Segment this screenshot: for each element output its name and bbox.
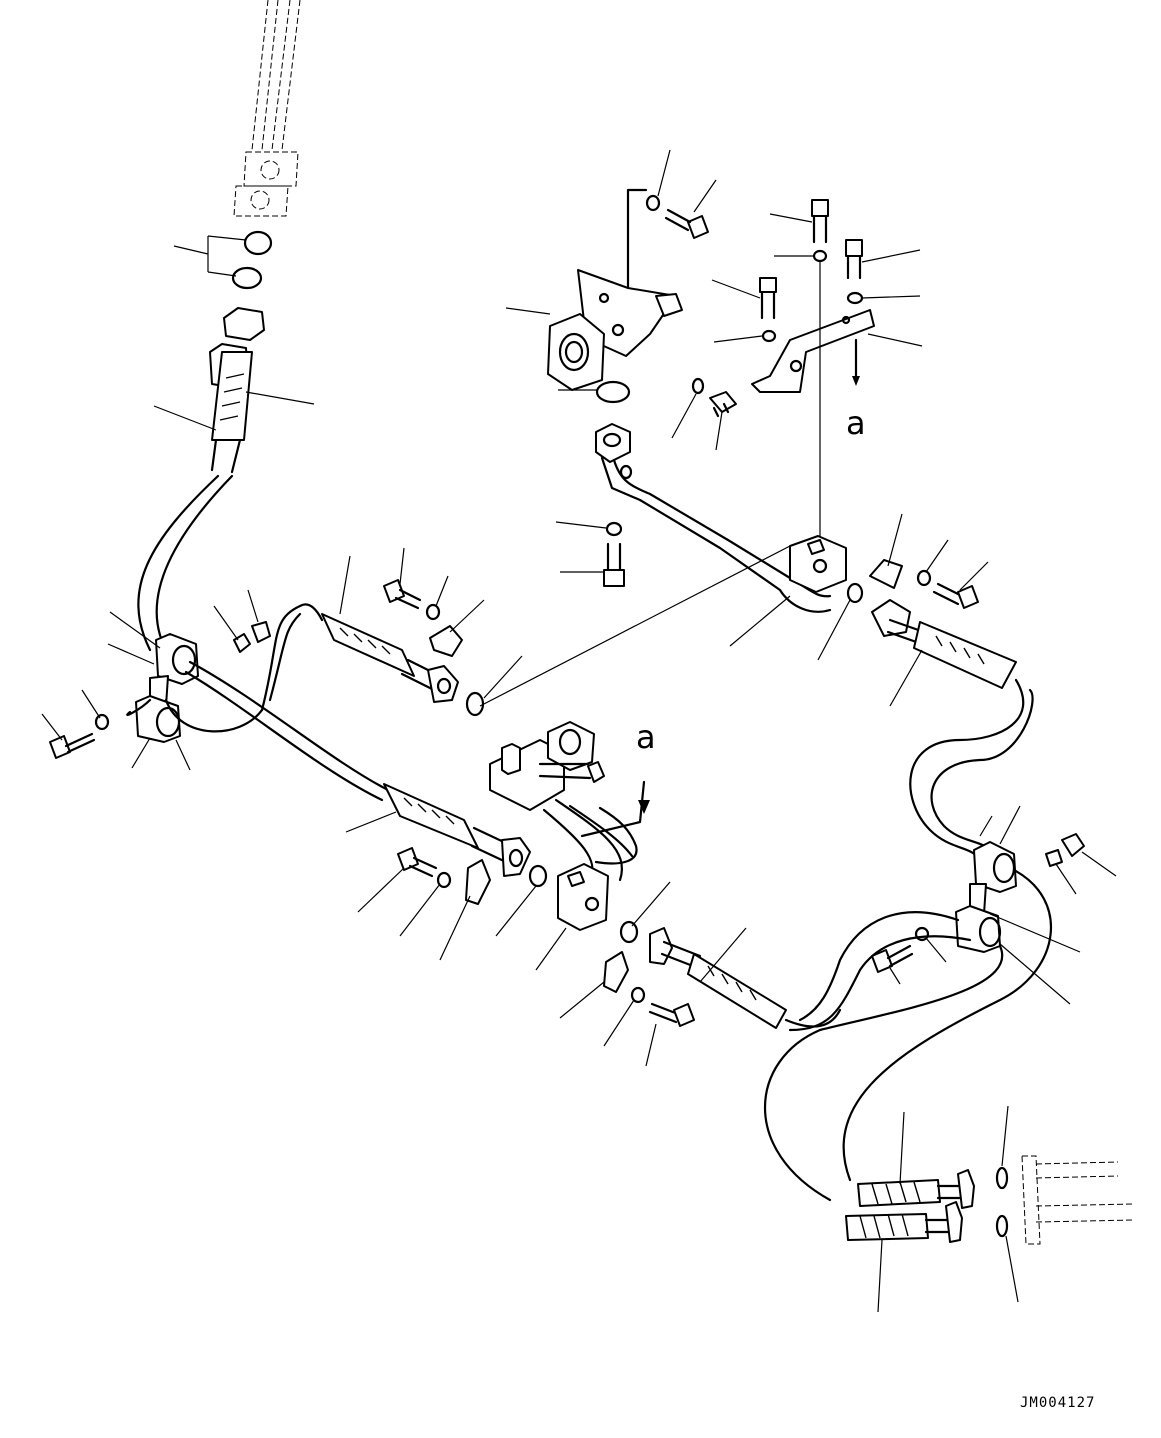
o-ring-center-lower xyxy=(528,864,548,888)
washer-bracket-right xyxy=(846,291,864,305)
junction-block-center xyxy=(489,721,650,931)
washer-right-bracket xyxy=(1045,849,1063,867)
hose-center-lower-right xyxy=(619,920,842,1029)
bolt-right-upper xyxy=(932,582,979,609)
centerline-pipe xyxy=(479,545,791,707)
washer-right-upper xyxy=(916,569,932,587)
clamp-half-right-upper xyxy=(869,559,903,589)
hose-end-bottom-upper xyxy=(857,1169,975,1209)
hose-right-lower-loop xyxy=(764,868,1053,1202)
bolt-center-upper xyxy=(383,579,422,610)
clamp-bracket-left xyxy=(126,633,199,743)
phantom-fittings-bottom-right xyxy=(1021,1155,1135,1245)
view-label-a-top: a xyxy=(846,404,866,442)
hose-left-vertical xyxy=(137,307,265,652)
nut-left-upper xyxy=(251,621,271,643)
washer-left-upper xyxy=(233,633,251,653)
washer-center-lower xyxy=(436,871,452,889)
hose-center-upper xyxy=(321,613,459,703)
nut-right-bracket xyxy=(1061,833,1085,857)
bolt-center-lower xyxy=(397,847,438,878)
o-ring-right-upper xyxy=(846,582,864,604)
washer-center-upper xyxy=(425,603,441,621)
mounting-bracket xyxy=(751,309,875,393)
clamp-bracket-right xyxy=(955,841,1017,953)
washer-top xyxy=(645,194,661,212)
o-ring-valve xyxy=(595,380,631,404)
drawing-code: JM004127 xyxy=(1020,1395,1095,1411)
hose-end-bottom-lower xyxy=(845,1201,963,1243)
washer-left xyxy=(94,713,110,731)
o-ring-center-upper xyxy=(465,691,485,717)
bolt-top xyxy=(664,208,709,239)
hose-right-loop xyxy=(909,678,1034,862)
bolt-right-lower xyxy=(871,944,914,973)
bolt-left xyxy=(49,732,96,759)
clamp-half-center-lower xyxy=(465,859,491,905)
hose-left-lower xyxy=(164,603,531,877)
clamp-half-lower xyxy=(603,951,629,993)
bolt-bracket-right xyxy=(845,239,863,280)
o-ring-small xyxy=(691,377,705,395)
o-ring-upper-left xyxy=(231,230,273,290)
leader-lines xyxy=(41,149,1117,1313)
clamp-half-upper xyxy=(429,625,463,657)
bolt-bracket-top xyxy=(811,199,829,244)
washer-bracket-top xyxy=(812,249,828,263)
view-label-a-bottom: a xyxy=(636,718,656,756)
washer-lower xyxy=(630,986,646,1004)
washer-pipe xyxy=(605,521,623,537)
phantom-upper-hose xyxy=(233,0,301,217)
o-ring-bottom-lower xyxy=(995,1214,1009,1238)
washer-right-lower xyxy=(914,926,930,942)
pipe-upper-center xyxy=(595,423,847,613)
valve-block-top xyxy=(547,188,683,391)
o-ring-bottom-upper xyxy=(995,1166,1009,1190)
washer-bracket-left xyxy=(761,329,777,343)
hose-right-upper xyxy=(871,599,1017,689)
plug-valve xyxy=(709,391,737,418)
bolt-bracket-left xyxy=(759,277,777,320)
bolt-pipe xyxy=(603,542,625,587)
bolt-lower xyxy=(648,1002,695,1027)
